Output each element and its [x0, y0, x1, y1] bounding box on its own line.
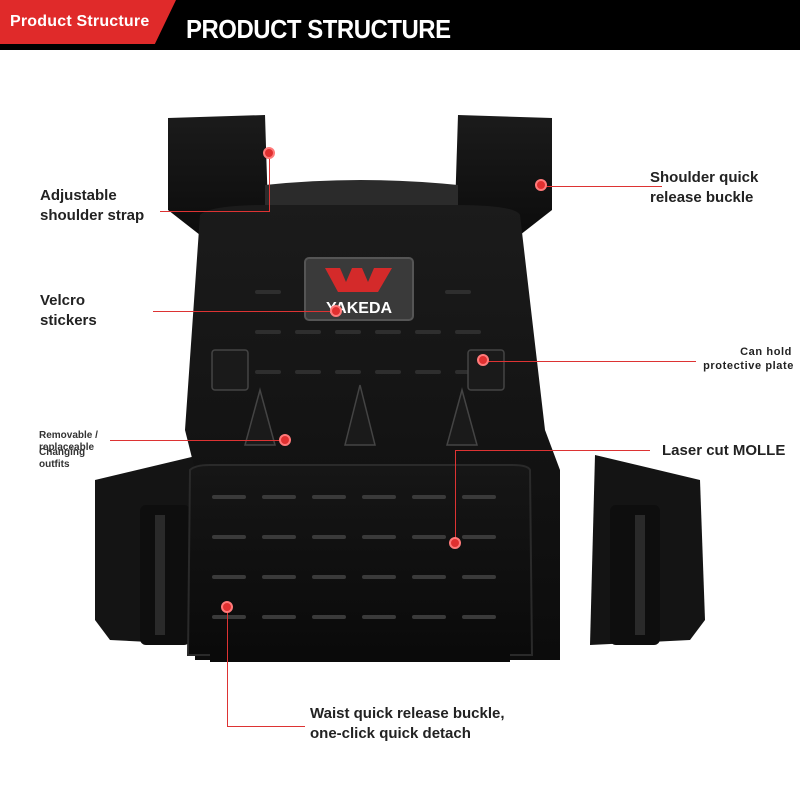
callout-dot-waist: [221, 601, 233, 613]
callout-dot-shoulder-buckle: [535, 179, 547, 191]
header-big-title: PRODUCT STRUCTURE: [186, 14, 451, 44]
callout-line-molle-h: [455, 450, 650, 451]
label-protective-plate: Can hold protective plate: [703, 346, 794, 373]
label-waist-buckle: Waist quick release buckle, one-click qu…: [310, 705, 505, 742]
label-adjustable-strap: Adjustable shoulder strap: [40, 187, 145, 224]
brand-patch-text: YAKEDA: [326, 300, 393, 317]
header-accent: [0, 0, 176, 44]
callout-line-adjustable-strap: [160, 211, 270, 212]
shoulder-straps: [168, 115, 552, 235]
callout-line-velcro: [153, 311, 336, 312]
callout-dot-velcro: [330, 305, 342, 317]
front-molle-panel: [186, 464, 534, 656]
label-laser-molle: Laser cut MOLLE: [662, 442, 786, 459]
buckles-upper: [211, 349, 505, 446]
callout-line-shoulder-buckle: [542, 186, 662, 187]
callout-dot-adjustable-strap: [263, 147, 275, 159]
label-velcro: Velcro stickers: [40, 292, 97, 329]
callout-dot-plate: [477, 354, 489, 366]
bottom-strap: [210, 650, 510, 662]
label-shoulder-buckle: Shoulder quick release buckle: [650, 169, 759, 206]
callout-line-removable: [110, 440, 285, 441]
molle-slits-lower: [212, 495, 496, 619]
label-removable: Removable / replaceable Changing outfits: [39, 430, 98, 470]
header-small-title: Product Structure: [10, 13, 150, 30]
callout-line-waist-v: [227, 607, 228, 727]
callout-line-waist-h: [227, 726, 305, 727]
cummerbund: [95, 455, 705, 645]
header-bar: Product Structure PRODUCT STRUCTURE: [0, 0, 800, 50]
vest-illustration: YAKEDA: [95, 115, 705, 662]
callout-line-adjustable-strap-v: [269, 153, 270, 211]
callout-dot-removable: [279, 434, 291, 446]
callout-line-plate: [486, 361, 696, 362]
callout-line-molle-v: [455, 450, 456, 543]
callout-dot-molle: [449, 537, 461, 549]
brand-patch: YAKEDA: [304, 257, 414, 321]
